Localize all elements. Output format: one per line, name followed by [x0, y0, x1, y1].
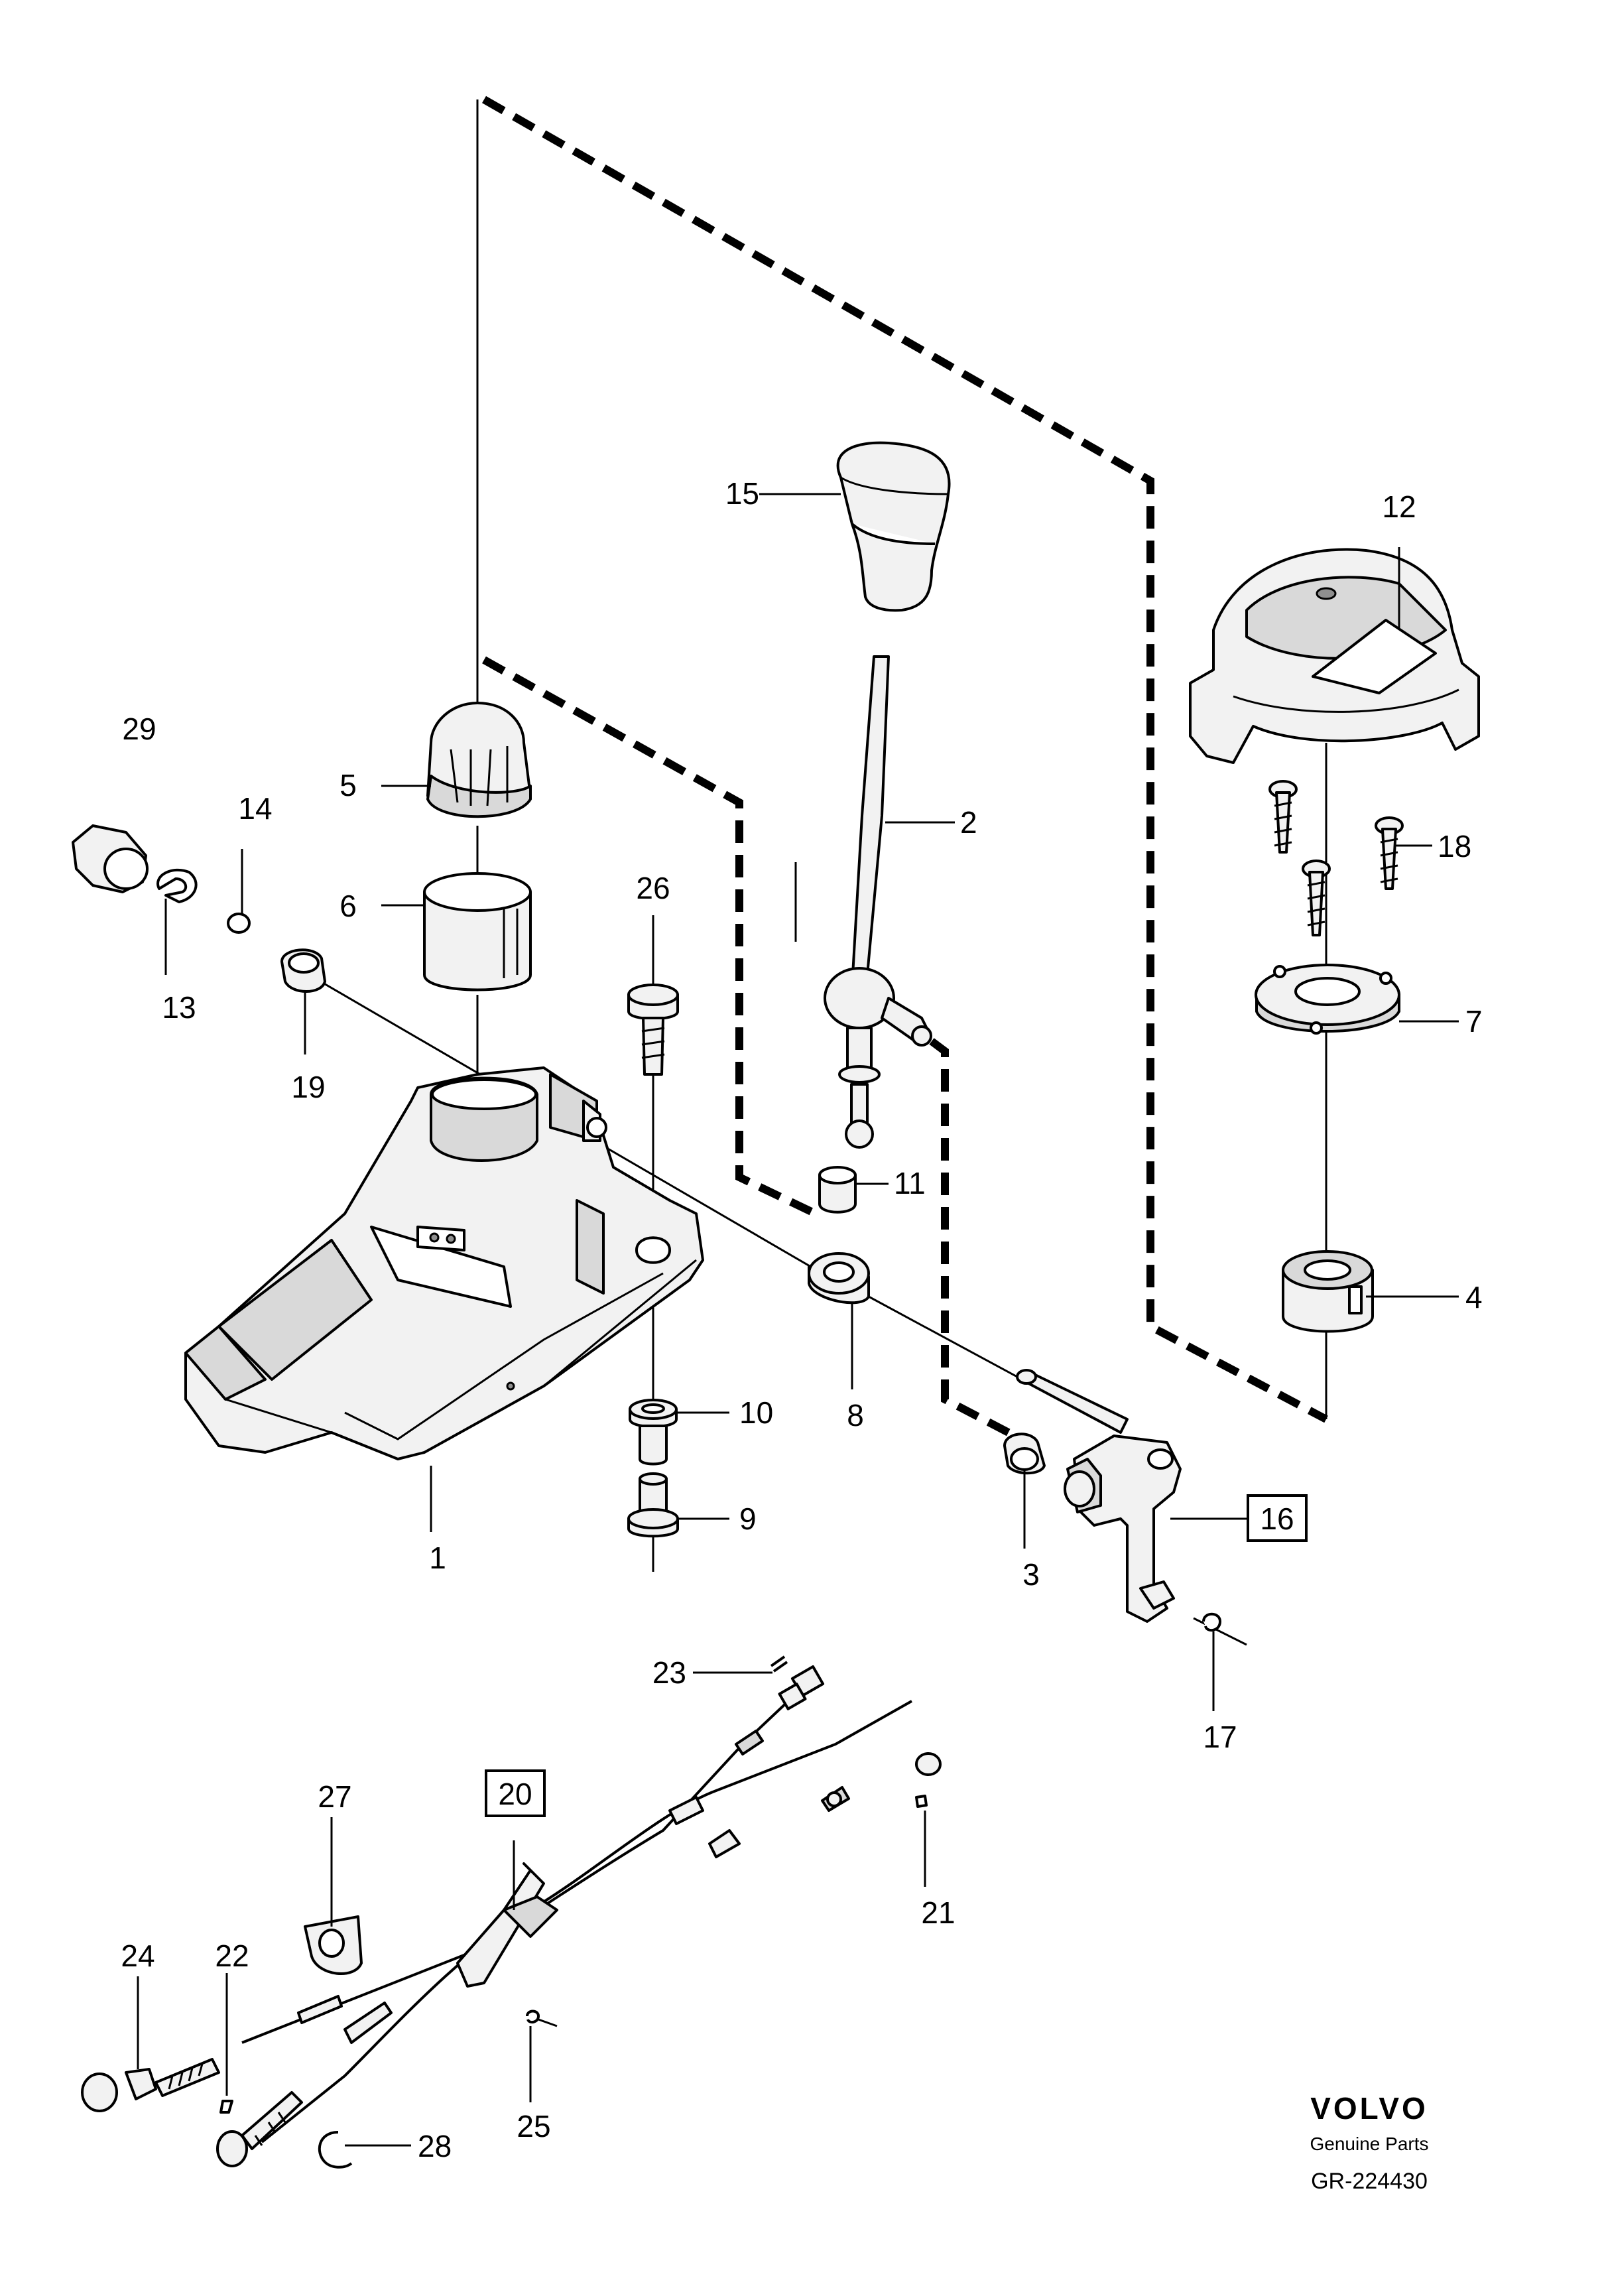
clip-part-13 [156, 868, 198, 903]
callout-3: 3 [1022, 1557, 1040, 1592]
shift-lever-part [824, 655, 932, 1149]
callout-23: 23 [652, 1655, 686, 1690]
callout-labels: 15 2 12 18 7 4 11 5 6 29 14 13 19 26 1 1… [121, 476, 1482, 2163]
cable-assembly-part [241, 1665, 942, 2143]
callout-12: 12 [1382, 489, 1416, 524]
screw-set-part-18 [1268, 780, 1404, 936]
clip-part-27 [304, 1915, 363, 1975]
callout-14: 14 [238, 791, 272, 826]
callout-8: 8 [847, 1398, 864, 1433]
brand-block: VOLVO Genuine Parts GR-224430 [1310, 2091, 1429, 2194]
brand-logo: VOLVO [1310, 2091, 1428, 2126]
callout-2: 2 [960, 805, 977, 840]
callout-1: 1 [429, 1541, 446, 1575]
bushing-part-19 [280, 948, 326, 993]
callout-5: 5 [339, 768, 357, 802]
callout-22: 22 [215, 1939, 249, 1973]
bolt-part-26 [627, 984, 679, 1076]
cable-end-part-24 [81, 2058, 220, 2112]
assembly-dashed-outline [482, 96, 1328, 1443]
callout-29: 29 [122, 712, 156, 746]
ring-part-14 [227, 913, 251, 934]
callout-10: 10 [739, 1395, 773, 1430]
bushing-part-8 [808, 1252, 870, 1305]
callout-7: 7 [1465, 1004, 1483, 1039]
bushing-part-11 [818, 1166, 857, 1214]
shift-knob-part [836, 441, 951, 612]
callout-4: 4 [1465, 1280, 1483, 1314]
brand-tagline: Genuine Parts [1310, 2134, 1429, 2154]
callout-21: 21 [921, 1895, 955, 1930]
cable-end-part-22 [216, 2091, 303, 2167]
callout-20: 20 [498, 1777, 532, 1811]
bushing-part-3 [1003, 1433, 1046, 1475]
callout-27: 27 [318, 1779, 351, 1814]
callout-9: 9 [739, 1501, 757, 1536]
callout-20-box [485, 1769, 546, 1817]
callout-16: 16 [1260, 1501, 1294, 1536]
clip-part-23 [770, 1655, 788, 1673]
callout-17: 17 [1203, 1720, 1237, 1754]
collar-part-5 [426, 702, 532, 818]
callout-24: 24 [121, 1939, 154, 1973]
clip-part-21 [915, 1795, 928, 1808]
callout-6: 6 [339, 889, 357, 923]
clip-part-25 [526, 2009, 558, 2027]
callout-11: 11 [894, 1166, 926, 1200]
callout-15: 15 [725, 476, 759, 511]
bushing-part-29 [72, 824, 149, 893]
shifter-housing-part [184, 1066, 704, 1460]
callout-13: 13 [162, 990, 196, 1025]
callout-19: 19 [291, 1070, 325, 1104]
bushing-part-10 [629, 1399, 678, 1466]
bushing-part-9 [627, 1472, 679, 1538]
selector-arm-part [1016, 1369, 1182, 1623]
callout-leaders [137, 493, 1459, 2147]
diagram-reference: GR-224430 [1311, 2169, 1428, 2194]
callout-25: 25 [517, 2109, 550, 2143]
callout-28: 28 [418, 2129, 452, 2163]
callout-18: 18 [1438, 829, 1471, 863]
sleeve-part-6 [423, 872, 532, 991]
callout-16-box [1247, 1494, 1308, 1542]
housing-cover-part [1189, 548, 1480, 764]
bushing-part-4 [1282, 1250, 1374, 1333]
callout-26: 26 [636, 871, 670, 905]
clip-part-28 [318, 2131, 353, 2169]
mounting-plate-part [1255, 964, 1400, 1035]
clip-part-17 [1202, 1612, 1221, 1632]
